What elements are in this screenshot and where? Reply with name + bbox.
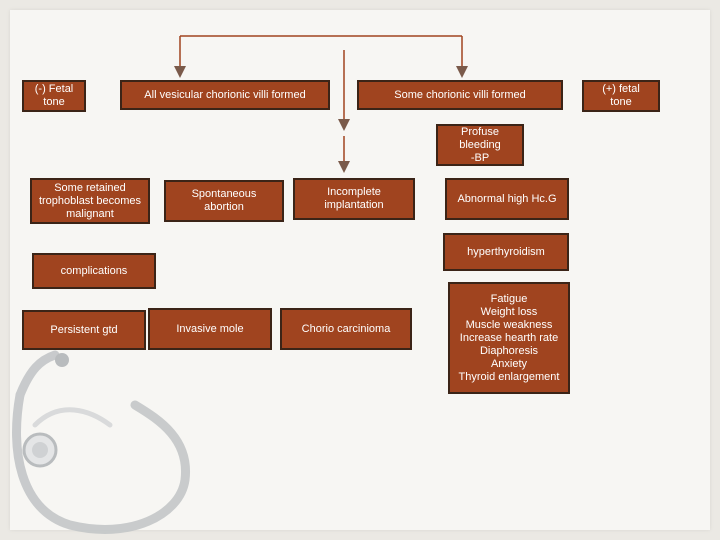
profuse-bleeding-box: Profuse bleeding -BP: [436, 124, 524, 166]
invasive-mole-box: Invasive mole: [148, 308, 272, 350]
incomplete-implantation-box: Incomplete implantation: [293, 178, 415, 220]
chorio-carcinoma-box: Chorio carcinioma: [280, 308, 412, 350]
abnormal-hcg-box: Abnormal high Hc.G: [445, 178, 569, 220]
complications-box: complications: [32, 253, 156, 289]
stethoscope-icon: [12, 350, 191, 534]
fetal-tone-negative-box: (-) Fetal tone: [22, 80, 86, 112]
spontaneous-abortion-box: Spontaneous abortion: [164, 180, 284, 222]
some-chorionic-villi-box: Some chorionic villi formed: [357, 80, 563, 110]
symptoms-list-box: Fatigue Weight loss Muscle weakness Incr…: [448, 282, 570, 394]
some-retained-trophoblast-box: Some retained trophoblast becomes malign…: [30, 178, 150, 224]
fetal-tone-positive-box: (+) fetal tone: [582, 80, 660, 112]
hyperthyroidism-box: hyperthyroidism: [443, 233, 569, 271]
all-vesicular-villi-box: All vesicular chorionic villi formed: [120, 80, 330, 110]
persistent-gtd-box: Persistent gtd: [22, 310, 146, 350]
